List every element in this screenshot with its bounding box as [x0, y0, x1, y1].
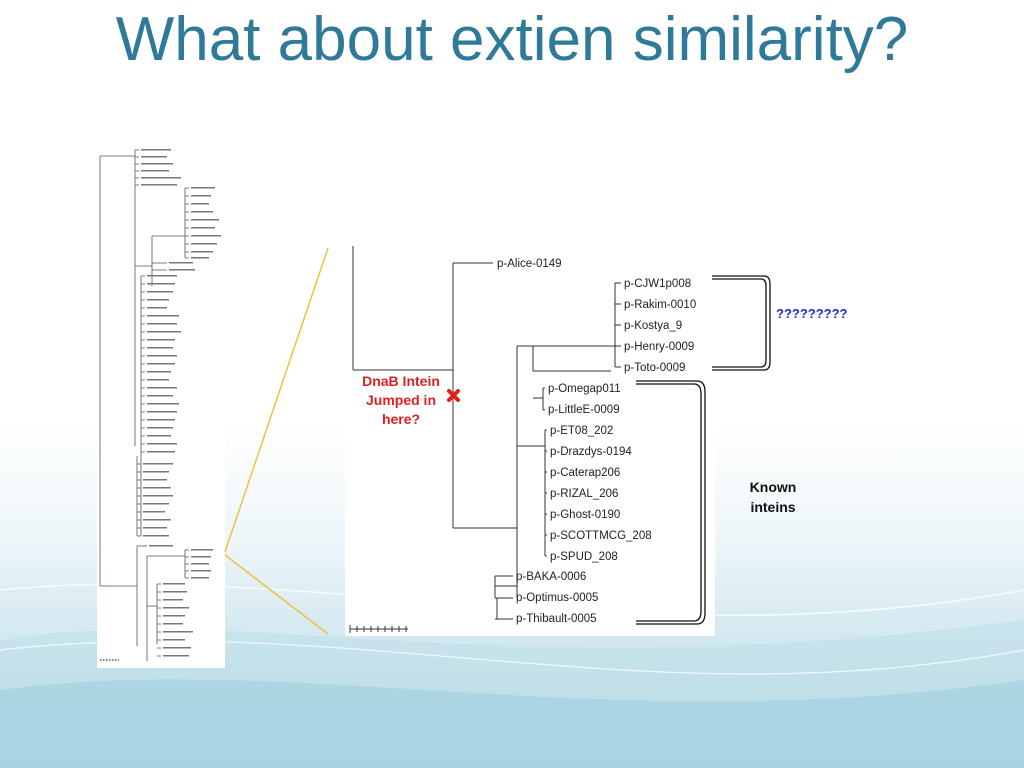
- tree-leaf: p-Toto-0009: [624, 362, 686, 374]
- tree-leaf: p-SCOTTMCG_208: [550, 530, 652, 542]
- full-tree-thumbnail: [97, 146, 225, 668]
- tree-leaf: p-Drazdys-0194: [550, 446, 632, 458]
- slide-title: What about extien similarity?: [115, 5, 909, 74]
- full-tree-thumbnail-drawing: [99, 149, 221, 661]
- jump-marker-icon: [447, 389, 460, 402]
- unknown-group-label: ?????????: [776, 306, 848, 321]
- tree-leaf: p-LittleE-0009: [548, 404, 620, 416]
- tree-leaf: p-Henry-0009: [624, 341, 695, 353]
- known-inteins-label: Known inteins: [749, 479, 797, 515]
- tree-leaf: p-Alice-0149: [497, 258, 562, 270]
- tree-leaf: p-ET08_202: [550, 425, 614, 437]
- tree-leaf: p-Ghost-0190: [550, 509, 621, 521]
- jump-annotation: DnaB Intein Jumped in here?: [362, 373, 440, 427]
- tree-leaf: p-Kostya_9: [624, 320, 683, 332]
- tree-leaf: p-BAKA-0006: [516, 571, 587, 583]
- tree-leaf: p-RIZAL_206: [550, 488, 619, 500]
- zoomed-tree-panel: p-Alice-0149 p-CJW1p008 p-Rakim-0010 p-K…: [345, 246, 715, 636]
- tree-leaf: p-Optimus-0005: [516, 592, 599, 604]
- tree-leaf: p-Caterap206: [550, 467, 621, 479]
- tree-leaf: p-Omegap011: [548, 383, 621, 395]
- tree-leaf: p-CJW1p008: [624, 278, 692, 290]
- tree-leaf: p-Rakim-0010: [624, 299, 697, 311]
- tree-leaf: p-Thibault-0005: [516, 613, 597, 625]
- tree-leaf: p-SPUD_208: [550, 551, 618, 563]
- tree-branches: [349, 246, 621, 633]
